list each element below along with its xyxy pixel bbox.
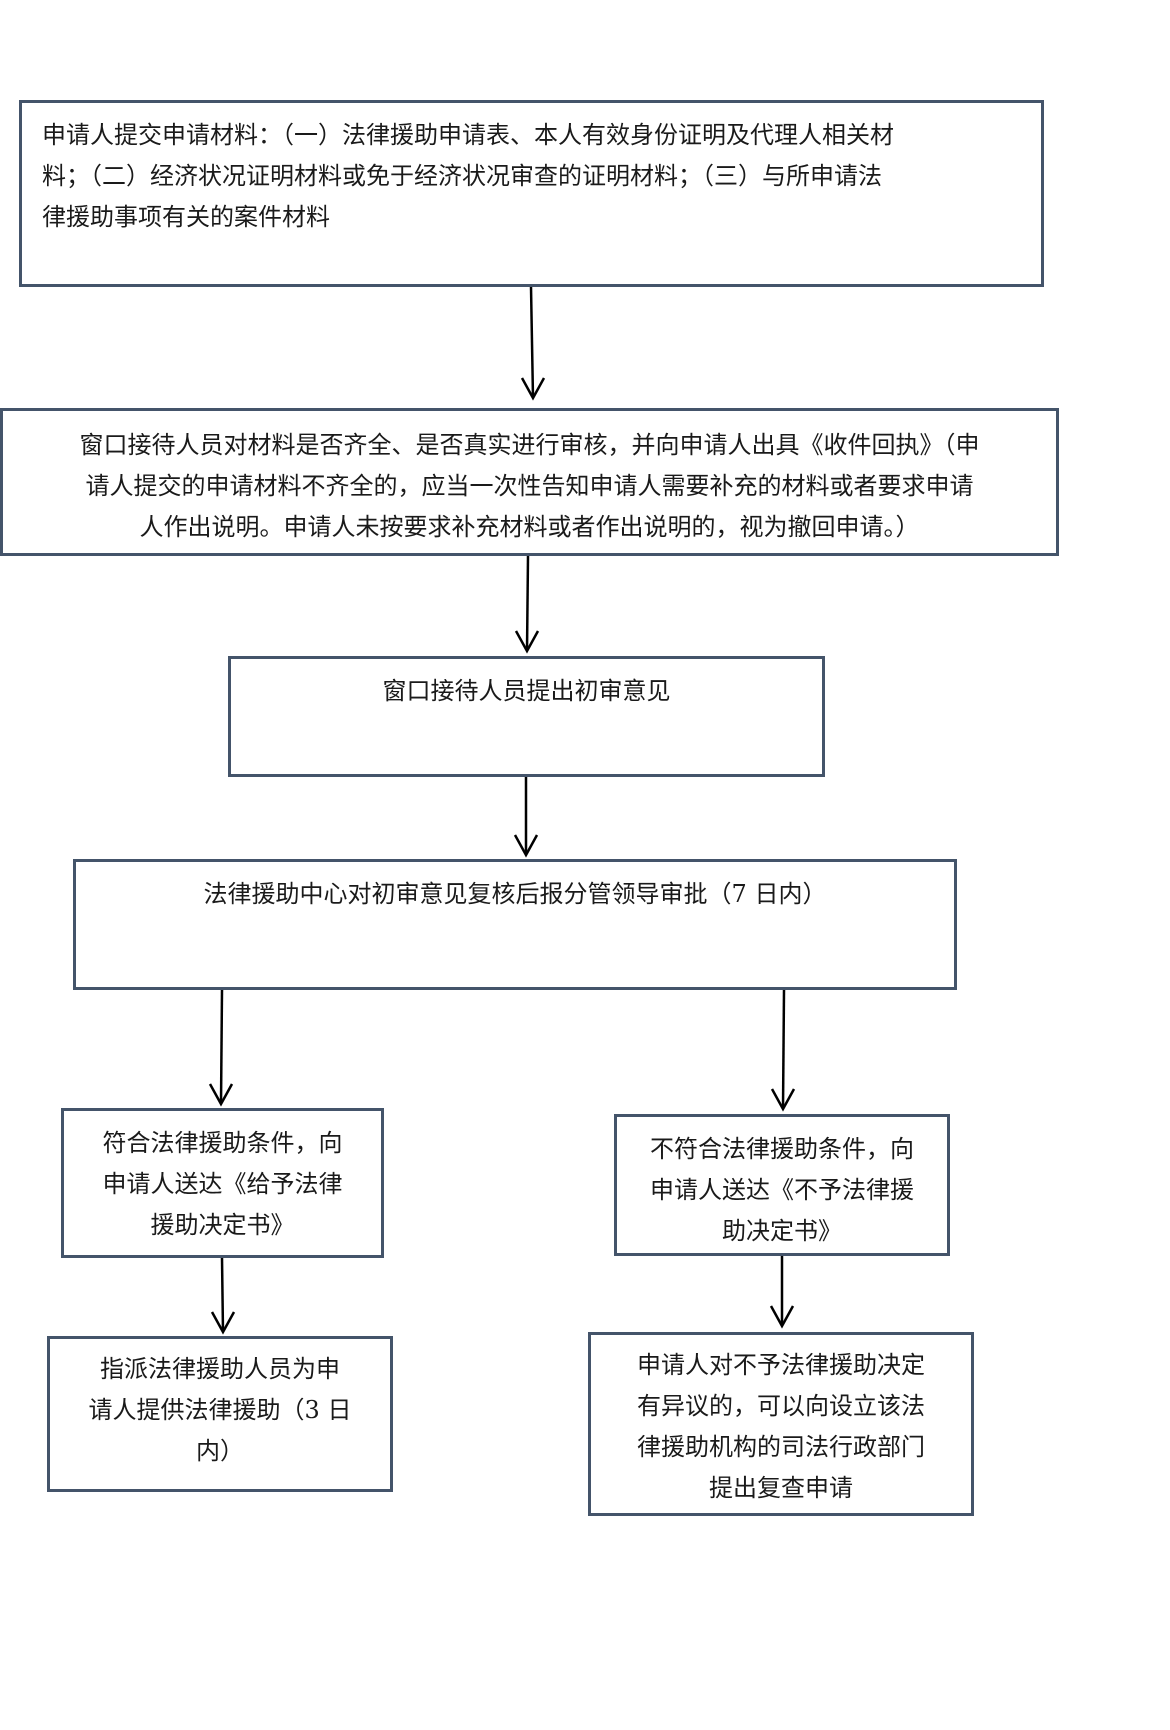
appeal-line-2: 有异议的，可以向设立该法 [637, 1392, 925, 1420]
eligible-line-3: 援助决定书》 [150, 1211, 295, 1239]
assign-line-2: 请人提供法律援助（3 日 [88, 1396, 352, 1424]
step-appeal-review: 申请人对不予法律援助决定 有异议的，可以向设立该法 律援助机构的司法行政部门 提… [588, 1332, 974, 1516]
arrow-approve-to-assign [210, 1257, 236, 1335]
appeal-line-3: 律援助机构的司法行政部门 [637, 1433, 925, 1461]
eligible-line-1: 符合法律援助条件，向 [102, 1129, 343, 1157]
arrow-step1-to-step2 [520, 286, 546, 401]
step-assign-lawyer: 指派法律援助人员为申 请人提供法律援助（3 日 内） [47, 1336, 393, 1492]
appeal-line-1: 申请人对不予法律援助决定 [637, 1351, 925, 1379]
ineligible-line-3: 助决定书》 [722, 1217, 842, 1245]
assign-line-1: 指派法律援助人员为申 [100, 1355, 340, 1383]
step-submit-materials: 申请人提交申请材料：（一）法律援助申请表、本人有效身份证明及代理人相关材 料；（… [19, 100, 1044, 287]
ineligible-line-2: 申请人送达《不予法律援 [650, 1176, 914, 1204]
branch-eligible: 符合法律援助条件，向 申请人送达《给予法律 援助决定书》 [61, 1108, 384, 1258]
step-submit-line-3: 律援助事项有关的案件材料 [42, 203, 330, 231]
eligible-line-2: 申请人送达《给予法律 [102, 1170, 343, 1198]
step-approval-line-1: 法律援助中心对初审意见复核后报分管领导审批（7 日内） [203, 880, 827, 908]
flow-arrows [208, 286, 796, 1335]
step-submit-line-2: 料；（二）经济状况证明材料或免于经济状况审查的证明材料；（三）与所申请法 [42, 162, 882, 190]
arrow-step4-to-reject [770, 989, 796, 1112]
appeal-line-4: 提出复查申请 [709, 1474, 853, 1502]
arrow-step2-to-step3 [514, 555, 540, 654]
arrow-step3-to-step4 [513, 777, 539, 858]
step-window-review: 窗口接待人员对材料是否齐全、是否真实进行审核，并向申请人出具《收件回执》（申 请… [0, 408, 1059, 556]
step-review-line-3: 人作出说明。申请人未按要求补充材料或者作出说明的，视为撤回申请。） [139, 513, 920, 541]
step-review-line-2: 请人提交的申请材料不齐全的，应当一次性告知申请人需要补充的材料或者要求申请 [85, 472, 974, 500]
step-preliminary-line-1: 窗口接待人员提出初审意见 [382, 677, 671, 705]
step-review-line-1: 窗口接待人员对材料是否齐全、是否真实进行审核，并向申请人出具《收件回执》（申 [79, 431, 980, 459]
assign-line-3: 内） [196, 1437, 244, 1465]
branch-ineligible: 不符合法律援助条件，向 申请人送达《不予法律援 助决定书》 [614, 1114, 950, 1256]
step-preliminary-opinion: 窗口接待人员提出初审意见 [228, 656, 825, 777]
arrow-step4-to-approve [208, 989, 234, 1107]
arrow-reject-to-appeal [769, 1256, 795, 1329]
step-submit-line-1: 申请人提交申请材料：（一）法律援助申请表、本人有效身份证明及代理人相关材 [42, 121, 894, 149]
ineligible-line-1: 不符合法律援助条件，向 [650, 1135, 914, 1163]
step-center-approval: 法律援助中心对初审意见复核后报分管领导审批（7 日内） [73, 859, 957, 990]
